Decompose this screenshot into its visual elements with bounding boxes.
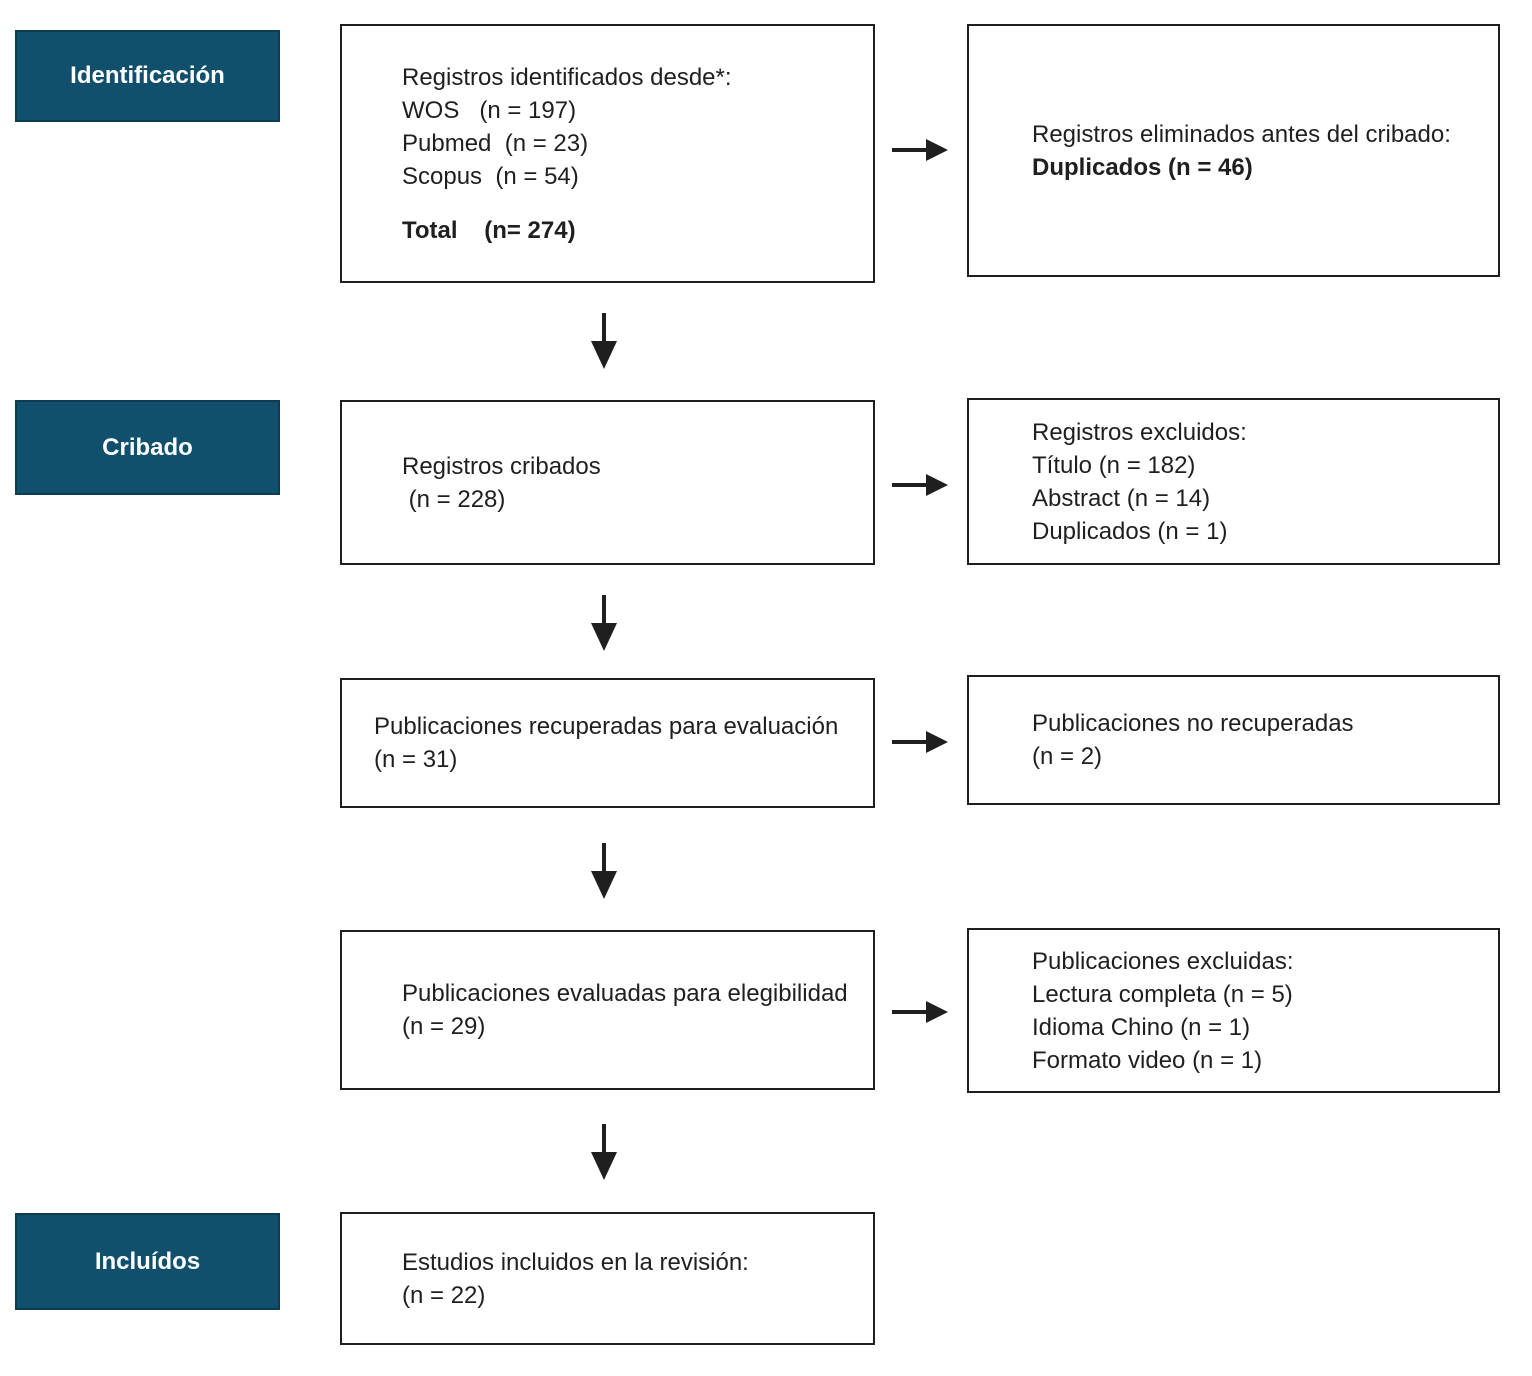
stage-label-identification-text: Identificación: [70, 62, 225, 89]
right-arrow-icon: [892, 474, 948, 496]
publications-assessed-line1: Publicaciones evaluadas para elegibilida…: [402, 980, 848, 1007]
records-excluded-line3: Abstract (n = 14): [1032, 484, 1211, 512]
publications-excluded-line2: Lectura completa (n = 5): [1032, 980, 1293, 1008]
records-screened-line1: Registros cribados: [402, 452, 601, 480]
stage-label-included-text: Incluídos: [94, 1247, 201, 1275]
stage-label-included: Incluídos: [15, 1213, 280, 1310]
publications-assessed-line2: (n = 29): [402, 1013, 486, 1040]
records-identified-total: Total (n= 274): [402, 216, 576, 244]
studies-included-line1: Estudios incluidos en la revisión:: [402, 1248, 749, 1276]
records-excluded-line1: Registros excluidos:: [1032, 418, 1247, 446]
records-excluded-line2: Título (n = 182): [1032, 451, 1196, 479]
box-publications-assessed: Publicaciones evaluadas para elegibilida…: [340, 930, 875, 1090]
records-screened-line2: (n = 228): [402, 485, 506, 513]
right-arrow-icon: [892, 1001, 948, 1023]
box-records-excluded: Registros excluidos: Título (n = 182) Ab…: [967, 398, 1500, 565]
publications-excluded-line1: Publicaciones excluidas:: [1032, 947, 1294, 975]
down-arrow-icon: [591, 595, 617, 651]
records-identified-title: Registros identificados desde*:: [402, 63, 732, 91]
publications-excluded-line4: Formato video (n = 1): [1032, 1046, 1263, 1074]
box-publications-retrieved: Publicaciones recuperadas para evaluació…: [340, 678, 875, 808]
publications-not-retrieved-line2: (n = 2): [1032, 743, 1103, 770]
publications-retrieved-line1: Publicaciones recuperadas para evaluació…: [374, 713, 839, 740]
records-identified-wos: WOS (n = 197): [402, 96, 577, 124]
records-identified-spacer: [402, 193, 863, 214]
right-arrow-icon: [892, 139, 948, 161]
box-records-screened: Registros cribados (n = 228): [340, 400, 875, 565]
records-removed-line2: Duplicados (n = 46): [1032, 153, 1253, 181]
records-removed-line1: Registros eliminados antes del cribado:: [1032, 120, 1451, 148]
stage-label-screening: Cribado: [15, 400, 280, 495]
publications-not-retrieved-line1: Publicaciones no recuperadas: [1032, 710, 1354, 737]
records-identified-scopus: Scopus (n = 54): [402, 162, 579, 190]
publications-excluded-line3: Idioma Chino (n = 1): [1032, 1013, 1251, 1041]
down-arrow-icon: [591, 1124, 617, 1180]
publications-retrieved-line2: (n = 31): [374, 746, 458, 773]
studies-included-line2: (n = 22): [402, 1281, 486, 1309]
box-studies-included: Estudios incluidos en la revisión: (n = …: [340, 1212, 875, 1345]
box-records-removed-before-screening: Registros eliminados antes del cribado: …: [967, 24, 1500, 277]
box-publications-excluded: Publicaciones excluidas: Lectura complet…: [967, 928, 1500, 1093]
stage-label-identification: Identificación: [15, 30, 280, 122]
records-identified-pubmed: Pubmed (n = 23): [402, 129, 589, 157]
box-records-identified: Registros identificados desde*: WOS (n =…: [340, 24, 875, 283]
right-arrow-icon: [892, 731, 948, 753]
box-publications-not-retrieved: Publicaciones no recuperadas (n = 2): [967, 675, 1500, 805]
stage-label-screening-text: Cribado: [102, 433, 193, 461]
down-arrow-icon: [591, 313, 617, 369]
records-excluded-line4: Duplicados (n = 1): [1032, 517, 1228, 545]
down-arrow-icon: [591, 843, 617, 899]
